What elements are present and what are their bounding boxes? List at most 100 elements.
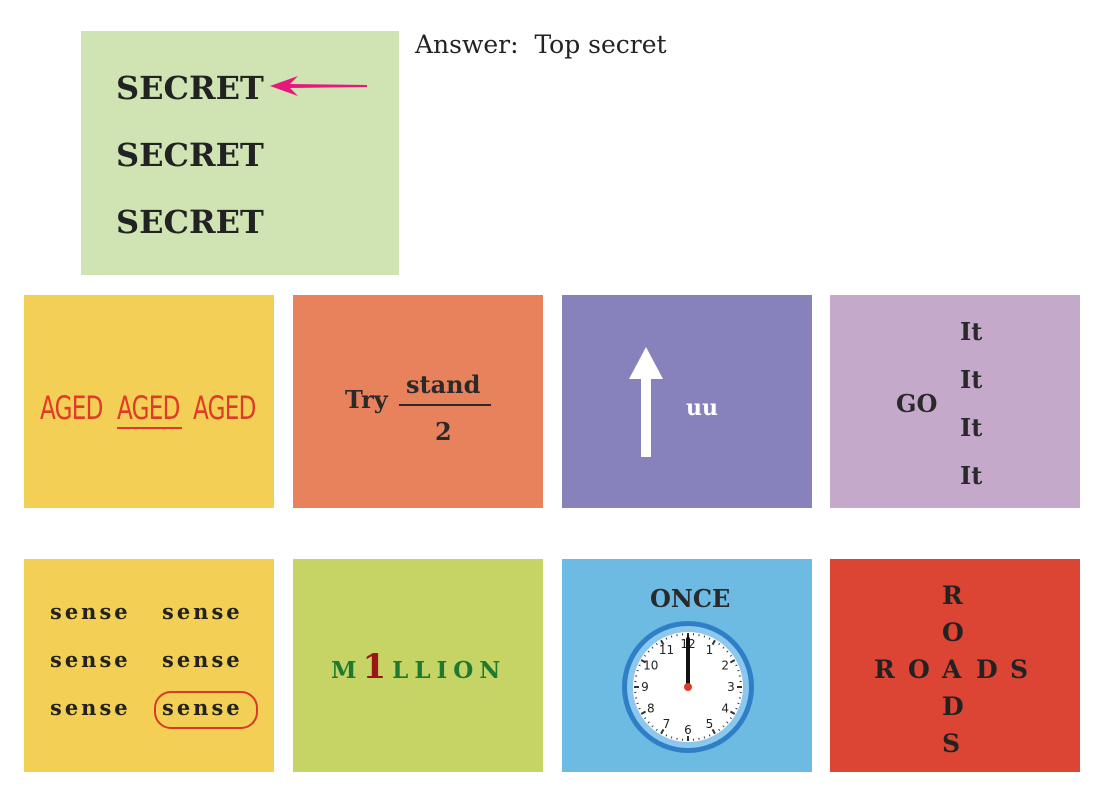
clock-ticks [634, 633, 742, 741]
million-letter-m: M [331, 657, 363, 684]
clock-tick [647, 650, 650, 653]
clock-number: 11 [659, 643, 674, 657]
sense-word-2: sense [162, 599, 243, 624]
roads-across-a: A [942, 655, 962, 684]
sense-word-3: sense [50, 647, 131, 672]
puzzle-once: ONCE 121234567891011 [562, 559, 812, 772]
clock-tick [670, 635, 673, 638]
clock-tick [660, 639, 665, 646]
clock-number: 9 [641, 680, 649, 694]
it-word-3: It [960, 413, 983, 442]
clock-icon: 121234567891011 [622, 621, 754, 753]
clock-tick [647, 721, 650, 724]
roads-across-d: D [976, 655, 998, 684]
puzzle-go-it: GO It It It It [830, 295, 1080, 508]
example-card: SECRET SECRET SECRET [81, 31, 399, 275]
clock-tick [665, 637, 668, 640]
sense-word-4: sense [162, 647, 243, 672]
roads-across-o: O [908, 655, 930, 684]
million-letter-l2: L [414, 657, 437, 684]
clock-tick [735, 664, 738, 667]
clock-center-dot [684, 683, 692, 691]
clock-tick [651, 725, 654, 728]
aged-word-3: AGED [193, 389, 256, 427]
sense-circle-mark [154, 691, 258, 729]
clock-tick [735, 707, 738, 710]
clock-tick [718, 728, 721, 731]
clock-tick [729, 717, 732, 720]
sense-word-6: sense [162, 695, 243, 720]
uu-text: uu [686, 395, 718, 421]
clock-tick [636, 702, 639, 705]
clock-tick [726, 721, 729, 724]
clock-tick [711, 728, 716, 735]
million-digit-1: 1 [362, 647, 387, 687]
clock-tick [644, 654, 647, 657]
clock-tick [737, 702, 740, 705]
once-word: ONCE [650, 584, 731, 613]
million-letter-o: O [453, 657, 480, 684]
clock-tick [660, 728, 665, 735]
try-word: Try [345, 385, 388, 414]
pointer-arrow-icon [270, 76, 367, 96]
clock-number: 8 [647, 702, 655, 716]
clock-tick [729, 659, 736, 664]
aged-word-1: AGED [40, 389, 103, 427]
clock-tick [718, 643, 721, 646]
example-word-3: SECRET [116, 203, 264, 241]
clock-tick [636, 669, 639, 672]
clock-tick [726, 650, 729, 653]
clock-number: 2 [721, 659, 729, 673]
clock-tick [711, 639, 716, 646]
clock-number: 3 [727, 680, 735, 694]
puzzle-roads: R O A D S R O D S [830, 559, 1080, 772]
up-arrow-icon [629, 347, 663, 457]
it-word-1: It [960, 317, 983, 346]
clock-tick [670, 736, 673, 739]
clock-tick [655, 643, 658, 646]
clock-tick [703, 635, 706, 638]
clock-number: 6 [684, 723, 692, 737]
clock-tick [729, 654, 732, 657]
sense-word-1: sense [50, 599, 131, 624]
clock-tick [708, 734, 711, 737]
clock-number: 5 [706, 717, 714, 731]
example-word-2: SECRET [116, 136, 264, 174]
roads-down-o: O [942, 618, 964, 647]
roads-across-s: S [1010, 655, 1029, 684]
roads-down-r: R [942, 581, 963, 610]
million-letter-l1: L [392, 657, 415, 684]
clock-number: 1 [706, 643, 714, 657]
clock-tick [722, 725, 725, 728]
clock-tick [722, 646, 725, 649]
puzzle-aged: AGED AGED AGED [24, 295, 274, 508]
million-letter-i: I [436, 657, 454, 684]
example-word-1: SECRET [116, 69, 264, 107]
puzzle-sense: sense sense sense sense sense sense [24, 559, 274, 772]
it-word-4: It [960, 461, 983, 490]
clock-tick [638, 707, 641, 710]
fraction-denominator: 2 [435, 417, 452, 446]
clock-tick [638, 664, 641, 667]
puzzle-up-uu: uu [562, 295, 812, 508]
clock-tick [665, 734, 668, 737]
million-letter-n: N [479, 657, 507, 684]
answer-text: Answer: Top secret [415, 30, 667, 59]
clock-number: 4 [721, 702, 729, 716]
clock-tick [729, 710, 736, 715]
clock-number: 7 [663, 717, 671, 731]
clock-tick [640, 659, 647, 664]
roads-down-s: S [942, 729, 961, 758]
clock-tick [651, 646, 654, 649]
it-word-2: It [960, 365, 983, 394]
fraction-numerator: stand [406, 370, 481, 399]
fraction-bar [399, 404, 491, 406]
aged-word-2: AGED [117, 389, 180, 427]
aged-underline [117, 427, 182, 429]
clock-tick [640, 710, 647, 715]
clock-tick [708, 637, 711, 640]
go-word: GO [896, 389, 938, 418]
clock-tick [703, 736, 706, 739]
